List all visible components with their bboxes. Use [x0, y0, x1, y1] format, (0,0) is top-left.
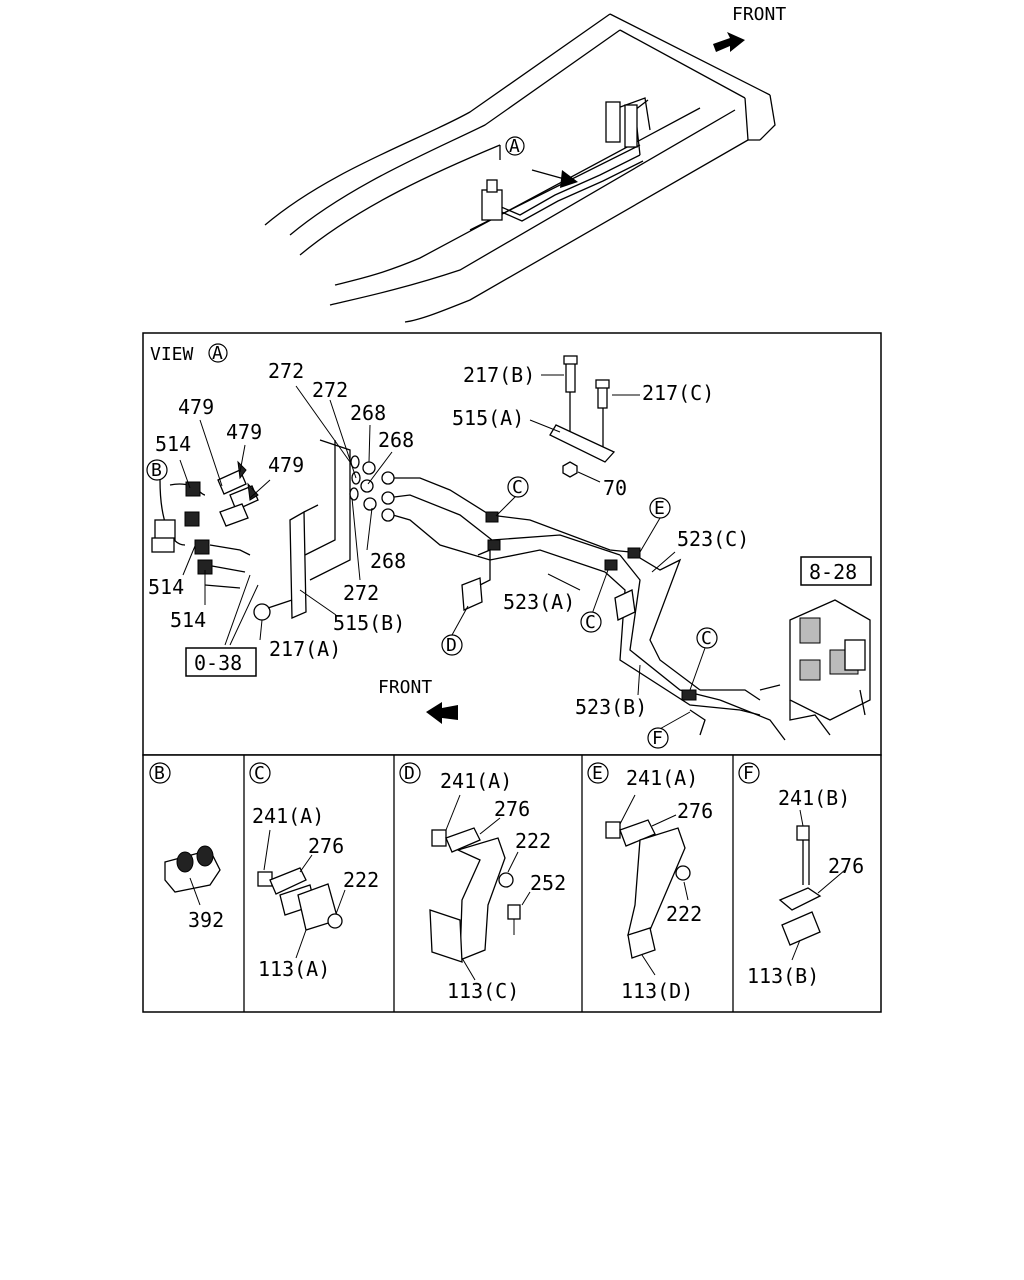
- marker-c: C: [701, 628, 712, 649]
- view-title-marker: [208, 343, 228, 363]
- callout-523a: 523(A): [503, 590, 575, 614]
- callout-523b: 523(B): [575, 695, 647, 719]
- marker-c: C: [512, 477, 523, 498]
- part-241a: 241(A): [252, 804, 324, 828]
- main-markers: B C C C D E F: [146, 459, 718, 749]
- part-276: 276: [828, 854, 864, 878]
- callout-272: 272: [343, 581, 379, 605]
- part-113c: 113(C): [447, 979, 519, 1003]
- marker-e: E: [654, 498, 665, 519]
- marker-f: F: [652, 728, 663, 749]
- top-front-label: FRONT: [732, 4, 786, 25]
- detail-f-marker: F: [743, 763, 754, 784]
- marker-c: C: [585, 612, 596, 633]
- callout-523c: 523(C): [677, 527, 749, 551]
- part-241b: 241(B): [778, 786, 850, 810]
- callout-268: 268: [370, 549, 406, 573]
- part-222: 222: [343, 868, 379, 892]
- part-392: 392: [188, 908, 224, 932]
- main-front-arrow: [426, 702, 458, 724]
- callout-515a: 515(A): [452, 406, 524, 430]
- callout-217b: 217(B): [463, 363, 535, 387]
- top-front-arrow: [713, 32, 745, 52]
- ref-0-38: 0-38: [194, 651, 242, 675]
- brake-line-assembly: [151, 355, 871, 741]
- main-front-label: FRONT: [378, 677, 432, 698]
- callout-272: 272: [268, 359, 304, 383]
- chassis-overview: A FRONT: [264, 4, 786, 323]
- part-222: 222: [515, 829, 551, 853]
- callout-514: 514: [155, 432, 191, 456]
- part-252: 252: [530, 871, 566, 895]
- callout-268: 268: [350, 401, 386, 425]
- callout-70: 70: [603, 476, 627, 500]
- detail-c: C 241(A) 276 222 113(A): [249, 762, 379, 981]
- callout-268: 268: [378, 428, 414, 452]
- callout-217c: 217(C): [642, 381, 714, 405]
- part-113a: 113(A): [258, 957, 330, 981]
- detail-d: D 241(A) 276 222 252 113(C): [399, 762, 566, 1003]
- view-a-marker-label: A: [509, 136, 520, 157]
- detail-e-marker: E: [592, 763, 603, 784]
- part-241a: 241(A): [440, 769, 512, 793]
- callout-514: 514: [148, 575, 184, 599]
- view-a-marker: [505, 136, 525, 156]
- detail-b-marker: B: [154, 763, 165, 784]
- part-241a: 241(A): [626, 766, 698, 790]
- detail-c-marker: C: [254, 763, 265, 784]
- callout-515b: 515(B): [333, 611, 405, 635]
- detail-d-marker: D: [404, 763, 415, 784]
- part-276: 276: [494, 797, 530, 821]
- detail-e: E 241(A) 276 222 113(D): [587, 762, 713, 1003]
- callout-479: 479: [226, 420, 262, 444]
- detail-b: B 392: [149, 762, 224, 932]
- part-276: 276: [308, 834, 344, 858]
- leader-lines: [179, 374, 706, 731]
- callout-479: 479: [178, 395, 214, 419]
- detail-f: F 241(B) 276 113(B): [738, 762, 864, 988]
- callout-479: 479: [268, 453, 304, 477]
- callout-217a: 217(A): [269, 637, 341, 661]
- reference-boxes: 0-38 8-28: [185, 556, 872, 677]
- part-113b: 113(B): [747, 964, 819, 988]
- part-222: 222: [666, 902, 702, 926]
- view-title-marker-label: A: [212, 343, 223, 364]
- marker-b: B: [151, 460, 162, 481]
- callout-272: 272: [312, 378, 348, 402]
- marker-d: D: [446, 635, 457, 656]
- main-callouts: 272 272 272 268 268 268 479 479 479 514 …: [148, 359, 749, 719]
- view-title: VIEW: [150, 344, 194, 365]
- part-113d: 113(D): [621, 979, 693, 1003]
- view-a-panel: [142, 332, 882, 756]
- ref-8-28: 8-28: [809, 560, 857, 584]
- part-276: 276: [677, 799, 713, 823]
- callout-514: 514: [170, 608, 206, 632]
